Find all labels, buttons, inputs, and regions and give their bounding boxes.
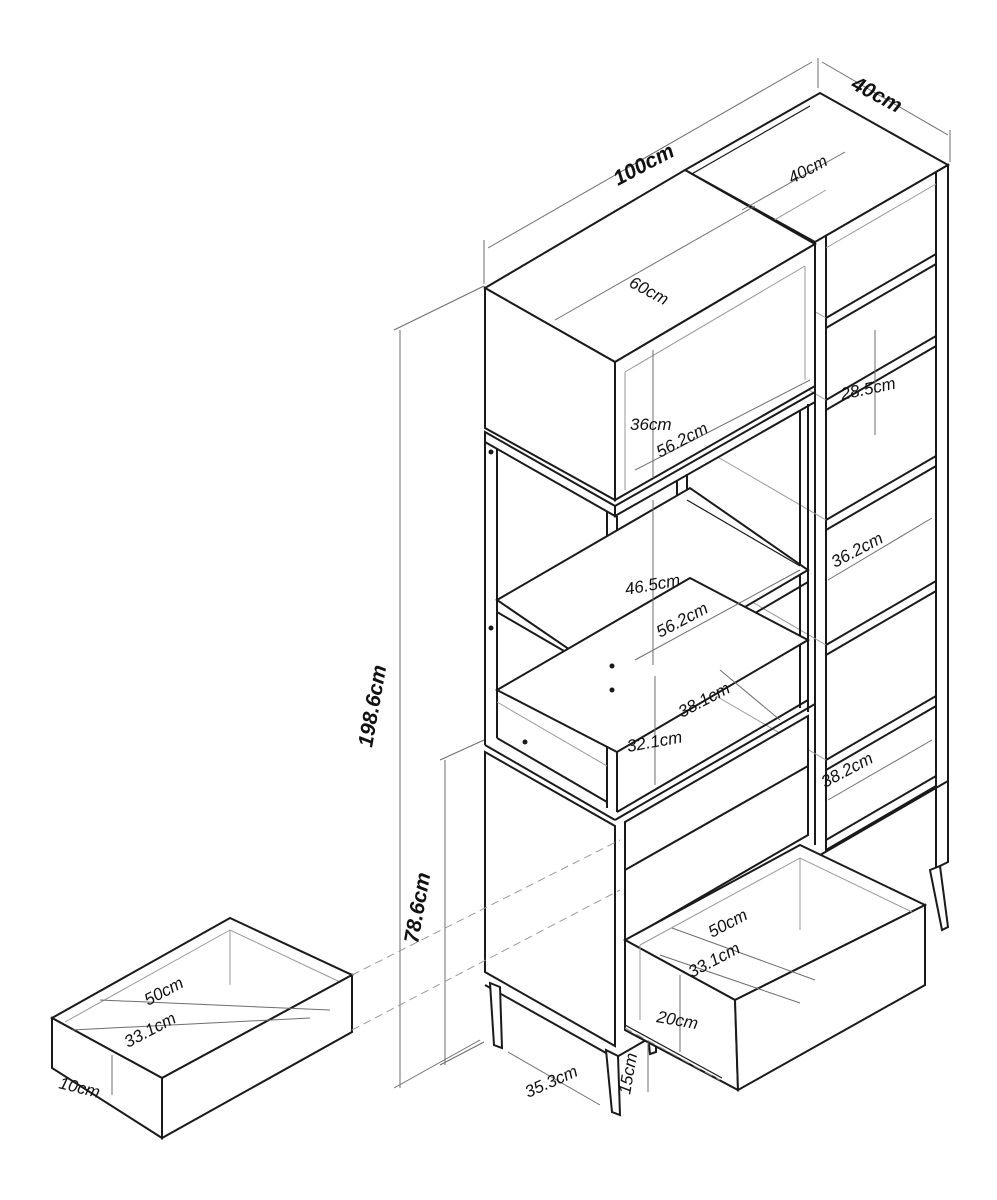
label-right-shelf-height: 28.5cm xyxy=(838,374,897,404)
label-leg-height: 15cm xyxy=(615,1051,641,1095)
label-overall-height: 198.6cm xyxy=(354,663,391,749)
label-lower-height: 78.6cm xyxy=(400,871,435,945)
dimension-lines xyxy=(71,58,951,1106)
label-top-compartment-height: 36cm xyxy=(630,415,672,434)
right-shelves xyxy=(715,189,937,852)
label-overall-depth: 40cm xyxy=(847,72,906,118)
detached-drawer xyxy=(49,916,355,1140)
label-leg-depth: 35.3cm xyxy=(522,1062,581,1102)
open-drawer xyxy=(622,843,928,1092)
